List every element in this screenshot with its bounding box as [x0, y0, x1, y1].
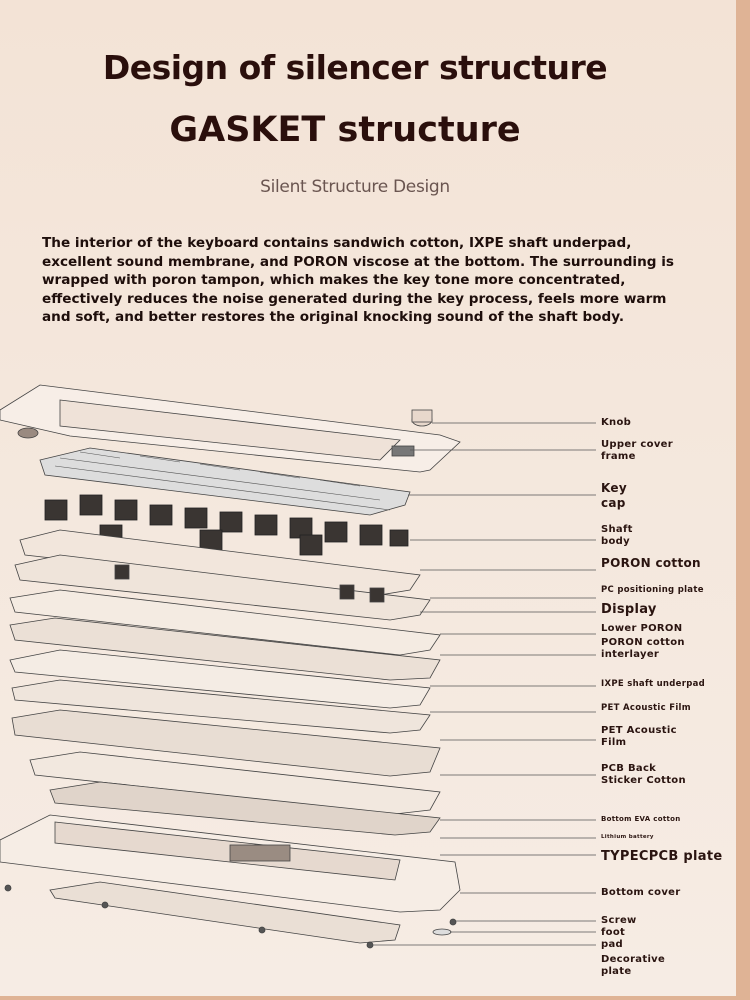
- right-edge-bar: [736, 0, 750, 1000]
- label-screw: Screw: [601, 915, 637, 926]
- section-subtitle: Silent Structure Design: [260, 177, 450, 197]
- layer-pcb-back-sticker-cotton: [29, 751, 441, 815]
- label-pet-acoustic-film-1: PET Acoustic Film: [601, 703, 691, 713]
- label-knob: Knob: [601, 417, 632, 428]
- label-poron-cotton-interlayer: PORON cotton interlayer: [601, 637, 685, 660]
- label-pc-positioning-plate: PC positioning plate: [601, 585, 704, 595]
- layer-pcb: [11, 709, 441, 777]
- layer-shaft-switches: [44, 494, 409, 556]
- layer-keycaps: [39, 447, 411, 516]
- label-lower-poron: Lower PORON: [601, 623, 683, 634]
- label-pet-acoustic-film-2: PET Acoustic Film: [601, 725, 677, 748]
- label-decorative-plate: Decorative plate: [601, 954, 666, 977]
- layer-pet-acoustic-film: [11, 679, 431, 734]
- page-subtitle-gasket: GASKET structure: [169, 110, 521, 150]
- layer-ixpe-underpad: [9, 649, 431, 709]
- exploded-keyboard-diagram: [0, 384, 596, 949]
- layer-bottom-eva-cotton: [49, 781, 441, 836]
- label-typec-pcb-plate: TYPECPCB plate: [601, 849, 723, 864]
- label-poron-cotton: PORON cotton: [601, 556, 701, 570]
- label-key-cap: Key cap: [601, 481, 627, 510]
- label-foot-pad: foot pad: [601, 927, 626, 950]
- label-bottom-eva-cotton: Bottom EVA cotton: [601, 815, 681, 823]
- label-display: Display: [601, 602, 657, 617]
- layer-lower-poron: [9, 589, 441, 656]
- bottom-edge-bar: [0, 996, 750, 1000]
- label-upper-cover-frame: Upper cover frame: [601, 439, 673, 462]
- layer-poron-cotton-interlayer: [9, 617, 441, 681]
- label-bottom-cover: Bottom cover: [601, 887, 681, 898]
- page-title: Design of silencer structure: [102, 48, 608, 87]
- label-pcb-back-sticker-cotton: PCB Back Sticker Cotton: [601, 763, 686, 786]
- label-shaft-body: Shaft body: [601, 524, 633, 547]
- label-ixpe-shaft-underpad: IXPE shaft underpad: [601, 679, 706, 689]
- layer-decorative-plate: [49, 881, 401, 944]
- description-paragraph: The interior of the keyboard contains sa…: [42, 235, 674, 325]
- layer-poron-cotton: [19, 529, 421, 596]
- label-lithium-battery: Lithium battery: [601, 834, 654, 840]
